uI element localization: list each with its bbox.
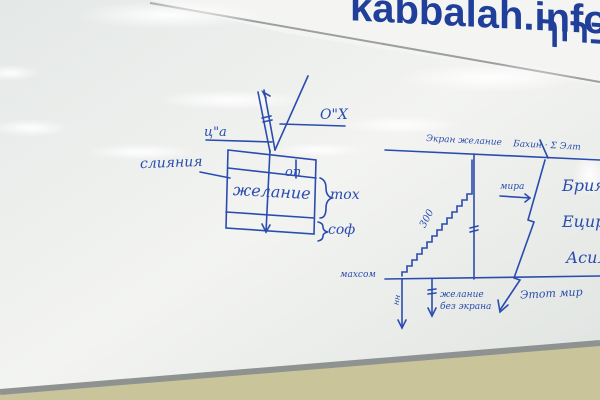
label-this-world: Этот мир <box>519 285 583 302</box>
label-machsom: махсом <box>340 270 376 280</box>
label-or: оп <box>285 165 302 180</box>
world-item-1: Ецира <box>562 212 600 231</box>
label-desire: желание <box>232 179 312 204</box>
label-mira: мира <box>500 182 525 192</box>
label-desire-no-screen: желание без экрана <box>440 290 492 312</box>
world-item-2: Асия <box>566 248 600 267</box>
wall <box>0 345 600 400</box>
banner-hebrew: ברוך <box>540 9 600 53</box>
left-diagram <box>199 75 346 242</box>
label-ox: О"Х <box>320 107 348 123</box>
label-top: ц"а <box>204 125 227 140</box>
label-tox: тох <box>330 187 360 203</box>
label-merge: слияния <box>139 153 203 173</box>
right-diagram <box>384 139 600 330</box>
board-frame <box>0 340 600 395</box>
label-sof: соф <box>328 222 356 238</box>
world-item-0: Брия <box>562 176 600 195</box>
